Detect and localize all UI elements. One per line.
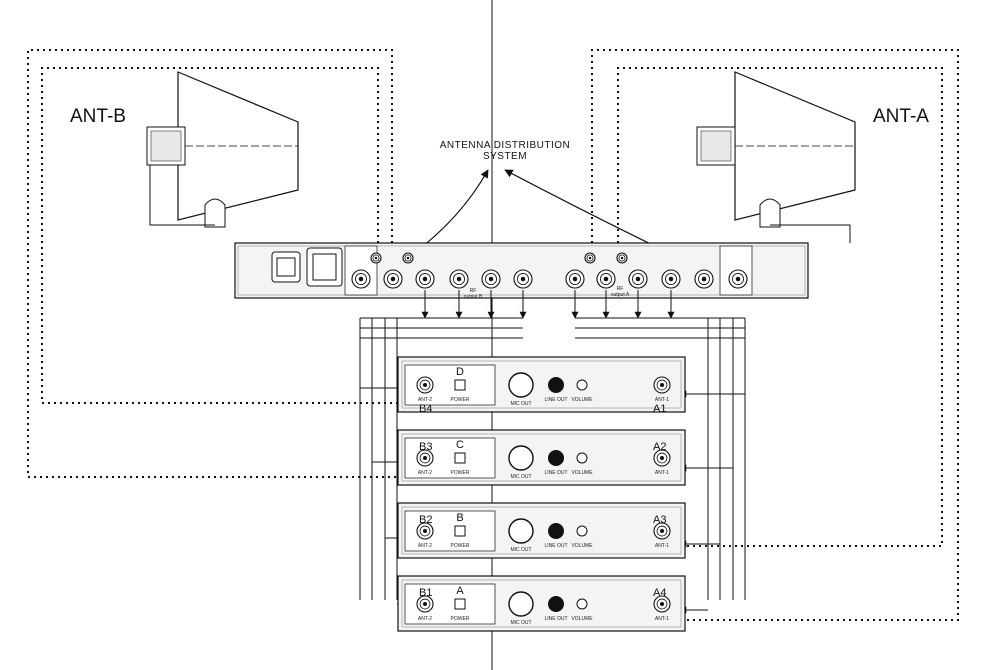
channel-letter: C <box>456 439 464 451</box>
rack-bnc-connector <box>449 269 469 289</box>
rf-label-b: RF <box>470 288 477 294</box>
volume-label: VOLUME <box>571 397 593 403</box>
power-jack-icon <box>454 379 466 391</box>
ant1-bnc-connector <box>653 522 671 540</box>
volume-knob-icon <box>576 525 588 537</box>
rack-bnc-connector <box>628 269 648 289</box>
rack-bnc-connector <box>694 269 714 289</box>
distribution-title-line1: ANTENNA DISTRIBUTION <box>440 140 571 151</box>
ant1-bnc-connector <box>653 595 671 613</box>
ant-a-label: ANT-A <box>873 106 929 127</box>
receiver-unit: B1 A4 A ANT-2 ANT-1 POWER MIC OUT LINE OUT VOLUM… <box>397 575 686 632</box>
left-antenna-id: B4 <box>419 403 432 415</box>
xlr-connector-icon <box>508 445 534 471</box>
power-label: POWER <box>451 616 470 622</box>
antenna-b <box>146 71 299 228</box>
ant2-bnc-connector <box>416 522 434 540</box>
rf-output-a: output A <box>611 292 630 298</box>
rf-output-b: output B <box>464 294 483 300</box>
ant2-port-label: ANT-2 <box>418 616 432 622</box>
power-jack-icon <box>454 525 466 537</box>
channel-letter: B <box>456 512 463 524</box>
right-antenna-id: A1 <box>653 403 666 415</box>
line-out-label: LINE OUT <box>544 397 567 403</box>
ant1-port-label: ANT-1 <box>655 543 669 549</box>
right-antenna-id: A4 <box>653 587 666 599</box>
ant1-port-label: ANT-1 <box>655 397 669 403</box>
ant2-bnc-connector <box>416 449 434 467</box>
mic-out-label: MIC OUT <box>510 547 531 553</box>
rack-small-connector <box>616 252 628 264</box>
power-label: POWER <box>451 543 470 549</box>
mic-out-label: MIC OUT <box>510 620 531 626</box>
rack-bnc-connector <box>351 269 371 289</box>
channel-letter: A <box>456 585 464 597</box>
volume-label: VOLUME <box>571 470 593 476</box>
coax-wiring <box>359 290 746 614</box>
ant1-bnc-connector <box>653 449 671 467</box>
rack-bnc-connector <box>481 269 501 289</box>
left-antenna-id: B1 <box>419 587 432 599</box>
volume-label: VOLUME <box>571 543 593 549</box>
volume-knob-icon <box>576 452 588 464</box>
volume-knob-icon <box>576 379 588 391</box>
rack-bnc-connector <box>415 269 435 289</box>
power-jack-icon <box>454 452 466 464</box>
ant2-bnc-connector <box>416 376 434 394</box>
receiver-unit: B2 A3 B ANT-2 ANT-1 POWER MIC OUT LINE OUT VOLUM… <box>397 502 686 559</box>
power-jack-icon <box>454 598 466 610</box>
receiver-unit: B4 A1 D ANT-2 ANT-1 POWER MIC OUT LINE OUT VOLUM… <box>397 356 686 415</box>
rack-bnc-connector <box>383 269 403 289</box>
rack-connectors <box>351 252 748 289</box>
channel-letter: D <box>456 366 464 378</box>
line-out-label: LINE OUT <box>544 543 567 549</box>
ant1-port-label: ANT-1 <box>655 616 669 622</box>
right-antenna-id: A2 <box>653 441 666 453</box>
ant2-port-label: ANT-2 <box>418 543 432 549</box>
volume-knob-icon <box>576 598 588 610</box>
xlr-connector-icon <box>508 591 534 617</box>
antenna-a <box>696 71 856 243</box>
power-label: POWER <box>451 397 470 403</box>
power-label: POWER <box>451 470 470 476</box>
rf-label-a: RF <box>617 286 624 292</box>
rack-small-connector <box>402 252 414 264</box>
rack-small-connector <box>584 252 596 264</box>
rack-bnc-connector <box>513 269 533 289</box>
xlr-connector-icon <box>508 372 534 398</box>
rack-bnc-connector <box>728 269 748 289</box>
ant-b-label: ANT-B <box>70 106 126 127</box>
mic-out-label: MIC OUT <box>510 401 531 407</box>
ant2-bnc-connector <box>416 595 434 613</box>
line-out-label: LINE OUT <box>544 470 567 476</box>
ant2-port-label: ANT-2 <box>418 397 432 403</box>
line-out-label: LINE OUT <box>544 616 567 622</box>
volume-label: VOLUME <box>571 616 593 622</box>
line-out-jack-icon <box>548 596 564 612</box>
left-antenna-id: B3 <box>419 441 432 453</box>
line-out-jack-icon <box>548 450 564 466</box>
ant2-port-label: ANT-2 <box>418 470 432 476</box>
rack-bnc-connector <box>596 269 616 289</box>
left-antenna-id: B2 <box>419 514 432 526</box>
receiver-unit: B3 A2 C ANT-2 ANT-1 POWER MIC OUT LINE OUT VOLUM… <box>397 429 686 486</box>
mic-out-label: MIC OUT <box>510 474 531 480</box>
rack-bnc-connector <box>661 269 681 289</box>
distribution-title-line2: SYSTEM <box>483 151 527 162</box>
right-antenna-id: A3 <box>653 514 666 526</box>
rack-bnc-connector <box>565 269 585 289</box>
line-out-jack-icon <box>548 523 564 539</box>
xlr-connector-icon <box>508 518 534 544</box>
ant1-port-label: ANT-1 <box>655 470 669 476</box>
line-out-jack-icon <box>548 377 564 393</box>
ant1-bnc-connector <box>653 376 671 394</box>
rack-small-connector <box>370 252 382 264</box>
